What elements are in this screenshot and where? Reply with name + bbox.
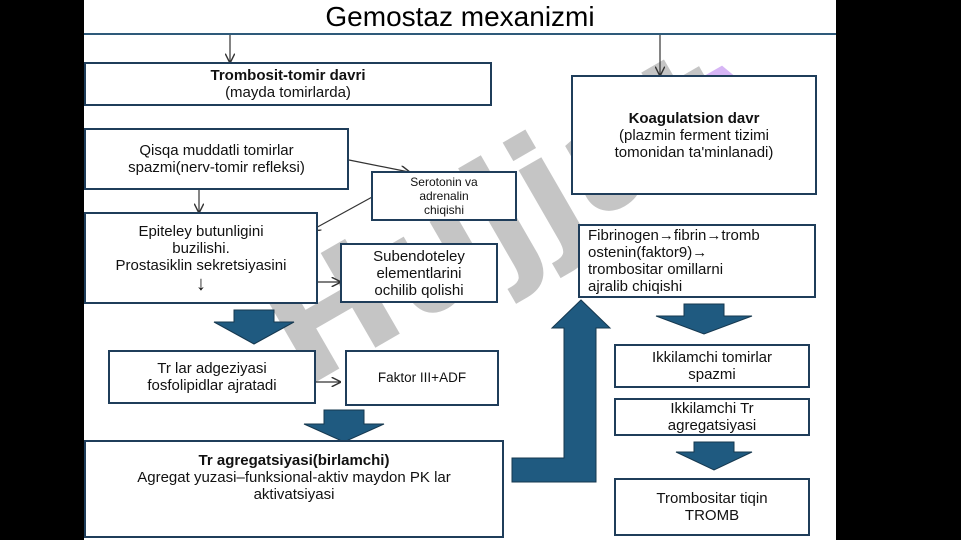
page-title: Gemostaz mexanizmi <box>84 0 836 35</box>
arrow-qisqa-to-serotonin <box>348 159 409 172</box>
box-text: spazmi <box>688 366 736 383</box>
box-text: Agregat yuzasi–funksional-aktiv maydon P… <box>137 469 451 486</box>
box-text: spazmi(nerv-tomir refleksi) <box>128 159 305 176</box>
box-heading: Koagulatsion davr <box>628 109 760 127</box>
box-text: adrenalin <box>419 189 469 203</box>
box-ikkilamchi-agregatsiya: Ikkilamchi Tr agregatsiyasi <box>614 398 810 436</box>
box-heading: Trombosit-tomir davri <box>210 67 366 84</box>
box-koagulatsion: Koagulatsion davr (plazmin ferment tizim… <box>571 75 817 195</box>
box-text: ostenin(faktor9)→ <box>588 244 708 261</box>
block-arrow-down-3 <box>655 303 753 335</box>
box-text: ochilib qolishi <box>374 281 464 299</box>
arrow-serotonin-to-epiteley <box>312 195 375 230</box>
box-qisqa-spazm: Qisqa muddatli tomirlar spazmi(nerv-tomi… <box>84 128 349 190</box>
box-text: agregatsiyasi <box>667 417 757 434</box>
box-tr-adgeziya: Tr lar adgeziyasi fosfolipidlar ajratadi <box>108 350 316 404</box>
box-fibrinogen: Fibrinogen→fibrin→tromb ostenin(faktor9)… <box>578 224 816 298</box>
box-text: (plazmin ferment tizimi <box>618 126 770 144</box>
box-subendoteley: Subendoteley elementlarini ochilib qolis… <box>340 243 498 303</box>
box-text: Tr lar adgeziyasi <box>157 360 267 377</box>
box-text: tomonidan ta'minlanadi) <box>614 143 774 161</box>
box-faktor: Faktor III+ADF <box>345 350 499 406</box>
box-serotonin: Serotonin va adrenalin chiqishi <box>371 171 517 221</box>
box-text: trombositar omillarni <box>588 261 724 278</box>
box-text: Ikkilamchi Tr <box>670 400 754 417</box>
block-arrow-down-1 <box>213 309 295 345</box>
box-text: aktivatsiyasi <box>253 486 335 503</box>
box-tr-agregatsiya: Tr agregatsiyasi(birlamchi) Agregat yuza… <box>84 440 504 538</box>
box-text: Fibrinogen→fibrin→tromb <box>588 227 760 244</box>
box-text: Qisqa muddatli tomirlar <box>139 142 294 159</box>
box-text: Epiteley butunligini <box>138 222 264 240</box>
box-trombositar-tiqin: Trombositar tiqin TROMB <box>614 478 810 536</box>
box-text: Ikkilamchi tomirlar <box>651 349 772 366</box>
flow-arrows <box>84 35 753 483</box>
box-text: elementlarini <box>376 264 462 282</box>
box-text: Prostasiklin sekretsiyasini <box>115 256 287 274</box>
box-text: Trombositar tiqin <box>656 490 768 507</box>
down-arrow-glyph: ↓ <box>196 272 206 295</box>
box-text: TROMB <box>684 507 740 524</box>
box-text: (mayda tomirlarda) <box>225 84 351 101</box>
box-epiteley: Epiteley butunligini buzilishi. Prostasi… <box>84 212 318 304</box>
box-text: fosfolipidlar ajratadi <box>147 377 277 394</box>
box-ikkilamchi-spazm: Ikkilamchi tomirlar spazmi <box>614 344 810 388</box>
box-text: chiqishi <box>423 203 465 217</box>
box-text: Serotonin va <box>410 175 478 189</box>
block-arrow-up-connector <box>511 299 612 483</box>
box-text: Faktor III+ADF <box>377 370 467 385</box>
slide: Hujjat A Gemostaz mexanizmi Trombosit-to… <box>84 0 836 540</box>
box-text: ajralib chiqishi <box>588 278 683 295</box>
box-text: buzilishi. <box>172 239 230 257</box>
box-trombosit-tomir-davri: Trombosit-tomir davri (mayda tomirlarda) <box>84 62 492 106</box>
block-arrow-down-2 <box>303 409 385 443</box>
block-arrow-down-4 <box>675 441 753 471</box>
box-text: Subendoteley <box>373 247 465 265</box>
box-heading: Tr agregatsiyasi(birlamchi) <box>198 452 390 469</box>
